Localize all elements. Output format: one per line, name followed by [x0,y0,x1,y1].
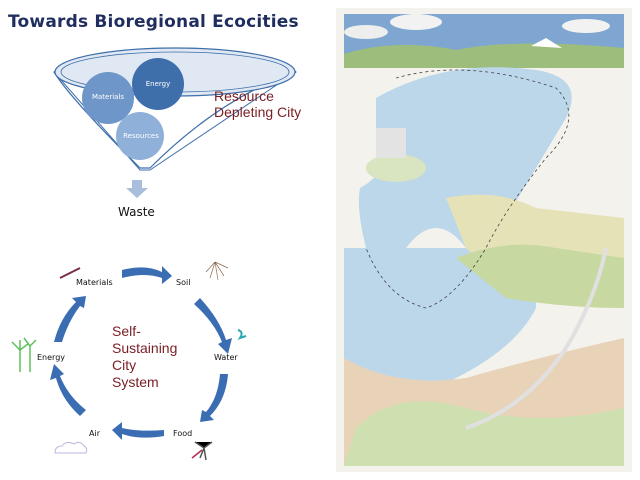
cloud-icon [54,441,88,454]
cycle-node-food: Food [173,429,193,438]
funnel-circle-energy: Energy [145,80,171,88]
wind-turbine-icon [11,337,37,372]
down-arrow-icon [126,180,148,198]
center-line2: Sustaining [112,340,178,356]
funnel-circle-materials: Materials [91,93,125,101]
cycle-diagram [11,261,247,461]
water-splash-icon [237,329,247,340]
cycle-node-materials: Materials [76,278,113,287]
arrow-materials-to-soil [122,266,172,284]
waste-label: Waste [118,205,155,219]
resource-depleting-label: Resource Depleting City [214,88,301,120]
arrow-soil-to-water [194,298,232,354]
roots-icon [205,261,229,281]
cycle-node-soil: Soil [176,278,191,287]
center-line3: City [112,357,137,373]
arrow-energy-to-materials [54,296,86,342]
resources-circle [116,112,164,160]
side-label-line2: Depleting City [214,104,302,120]
materials-icon [59,267,81,279]
arrow-water-to-food [200,374,228,422]
center-line4: System [112,374,159,390]
cycle-node-water: Water [214,353,238,362]
funnel-circle-resources: Resources [123,132,159,140]
energy-circle [132,58,184,110]
self-sustaining-label: Self- Sustaining City System [112,323,177,391]
materials-circle [82,72,134,124]
center-line1: Self- [112,323,141,339]
page-title: Towards Bioregional Ecocities [8,12,299,32]
arrow-air-to-energy [50,364,86,416]
funnel-diagram [53,47,297,198]
cycle-node-energy: Energy [37,353,66,362]
side-label-line1: Resource [214,88,274,104]
food-tool-icon [191,441,213,461]
arrow-food-to-air [112,422,164,440]
ecocity-illustration [336,8,632,472]
cycle-node-air: Air [89,429,100,438]
